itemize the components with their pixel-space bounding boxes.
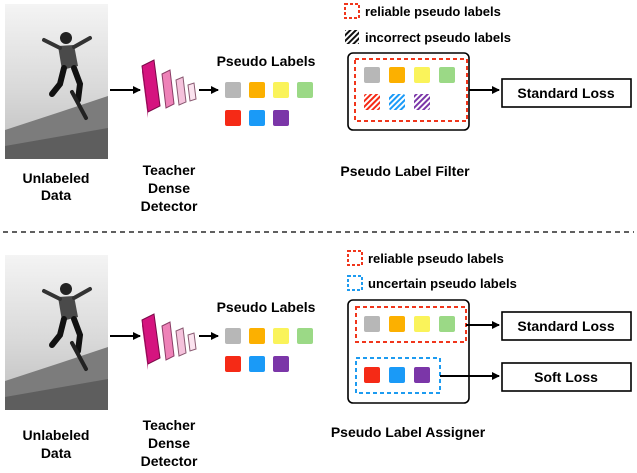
legend-reliable-text: reliable pseudo labels <box>365 4 501 19</box>
unlabeled-data-label-line1: Unlabeled <box>23 170 90 186</box>
hatched-red-label <box>364 94 380 110</box>
teacher-label-bottom-line3: Detector <box>141 453 198 469</box>
standard-loss-box-top <box>501 78 632 108</box>
hatched-purple-label <box>414 94 430 110</box>
soft-loss-label: Soft Loss <box>534 369 598 385</box>
teacher-label-line2: Dense <box>148 180 190 196</box>
teacher-label-bottom-line2: Dense <box>148 435 190 451</box>
hatched-box-icon <box>345 30 359 44</box>
teacher-network-icon <box>141 59 197 118</box>
label-swatch-purple <box>273 110 289 126</box>
standard-loss-label-bottom: Standard Loss <box>517 318 614 334</box>
soft-loss-box <box>501 362 632 392</box>
teacher-label-line1: Teacher <box>143 162 196 178</box>
pseudo-label-assigner-module <box>347 299 470 404</box>
legend-reliable-text-bottom: reliable pseudo labels <box>368 251 504 266</box>
label-swatch-yellow <box>273 82 289 98</box>
top-panel: Unlabeled Data Teacher Dense Detector Ps… <box>5 3 632 214</box>
legend-incorrect-text: incorrect pseudo labels <box>365 30 511 45</box>
unlabeled-data-label-line2: Data <box>41 187 72 203</box>
teacher-label-bottom-line1: Teacher <box>143 417 196 433</box>
filter-caption: Pseudo Label Filter <box>340 163 470 179</box>
bottom-panel: Unlabeled Data Teacher Dense Detector Ps… <box>5 250 632 469</box>
label-swatch-orange <box>249 82 265 98</box>
reliable-dashed-box-icon-bottom <box>347 250 363 266</box>
unlabeled-data-label-bottom-line1: Unlabeled <box>23 427 90 443</box>
unlabeled-photo-bottom <box>5 255 108 410</box>
unlabeled-data-label-bottom-line2: Data <box>41 445 72 461</box>
label-swatch-gray <box>225 82 241 98</box>
label-swatch-red <box>225 110 241 126</box>
pseudo-label-swatches <box>225 82 313 126</box>
legend-uncertain-text: uncertain pseudo labels <box>368 276 517 291</box>
standard-loss-label-top: Standard Loss <box>517 85 614 101</box>
hatched-blue-label <box>389 94 405 110</box>
pseudo-labels-title: Pseudo Labels <box>217 53 316 69</box>
teacher-label-line3: Detector <box>141 198 198 214</box>
pseudo-label-filter-module <box>347 52 470 131</box>
reliable-dashed-box-icon <box>344 3 360 19</box>
label-swatch-blue <box>249 110 265 126</box>
teacher-network-icon-bottom <box>141 313 197 370</box>
uncertain-dashed-box-icon <box>347 275 363 291</box>
unlabeled-photo <box>5 4 108 159</box>
pseudo-labels-title-bottom: Pseudo Labels <box>217 299 316 315</box>
reliable-group-box <box>354 58 468 122</box>
assigner-caption: Pseudo Label Assigner <box>331 424 486 440</box>
pseudo-label-swatches-bottom <box>225 328 313 372</box>
label-swatch-green <box>297 82 313 98</box>
standard-loss-box-bottom <box>501 311 632 341</box>
